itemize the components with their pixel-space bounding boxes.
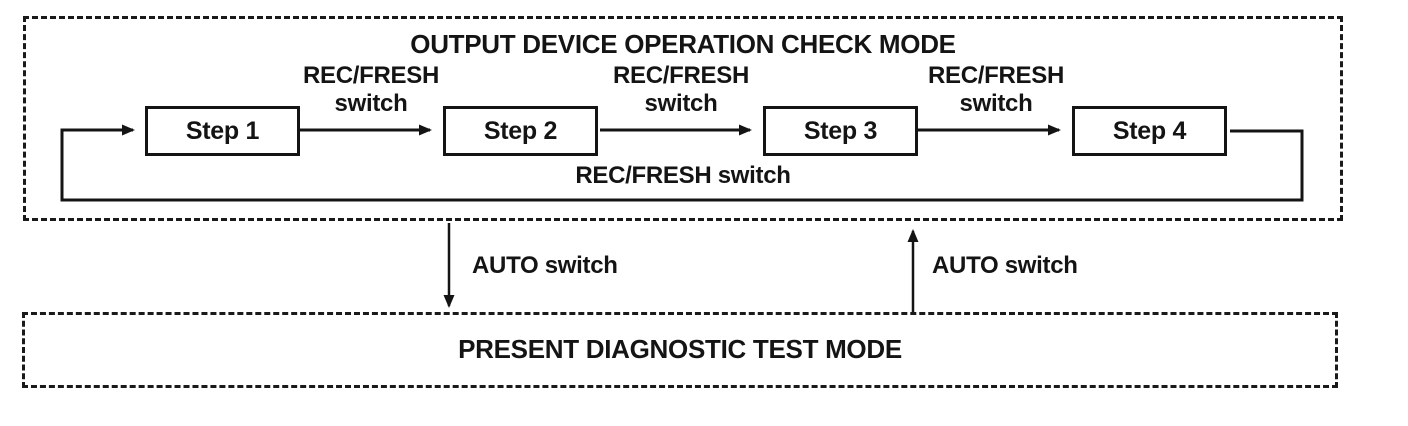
rec-fresh-switch-label-3: REC/FRESH switch xyxy=(886,62,1106,118)
rec-fresh-switch-label-2: REC/FRESH switch xyxy=(571,62,791,118)
step-1-label: Step 1 xyxy=(185,116,260,145)
rec-fresh-switch-label-2-line1: REC/FRESH xyxy=(613,62,749,89)
auto-switch-left-label: AUTO switch xyxy=(472,252,618,279)
step-2-label: Step 2 xyxy=(483,116,558,145)
step-4-label: Step 4 xyxy=(1112,116,1187,145)
loop-rec-fresh-switch-label: REC/FRESH switch xyxy=(575,162,791,189)
step-3-label: Step 3 xyxy=(803,116,878,145)
auto-switch-right-label: AUTO switch xyxy=(932,252,1078,279)
rec-fresh-switch-label-1-line1: REC/FRESH xyxy=(303,62,439,89)
step-4-box: Step 4 xyxy=(1072,106,1227,156)
rec-fresh-switch-label-3-line1: REC/FRESH xyxy=(928,62,1064,89)
rec-fresh-switch-label-1: REC/FRESH switch xyxy=(261,62,481,118)
diagnostic-test-mode-title: PRESENT DIAGNOSTIC TEST MODE xyxy=(458,334,902,364)
rec-fresh-switch-label-1-line2: switch xyxy=(334,90,408,117)
output-check-mode-box xyxy=(23,16,1343,221)
rec-fresh-switch-label-2-line2: switch xyxy=(644,90,718,117)
output-check-mode-title: OUTPUT DEVICE OPERATION CHECK MODE xyxy=(410,29,956,59)
step-3-box: Step 3 xyxy=(763,106,918,156)
step-1-box: Step 1 xyxy=(145,106,300,156)
rec-fresh-switch-label-3-line2: switch xyxy=(959,90,1033,117)
step-2-box: Step 2 xyxy=(443,106,598,156)
diagnostic-test-mode-box: PRESENT DIAGNOSTIC TEST MODE xyxy=(22,312,1338,388)
loop-arrow-step4-to-step1 xyxy=(60,124,1304,202)
